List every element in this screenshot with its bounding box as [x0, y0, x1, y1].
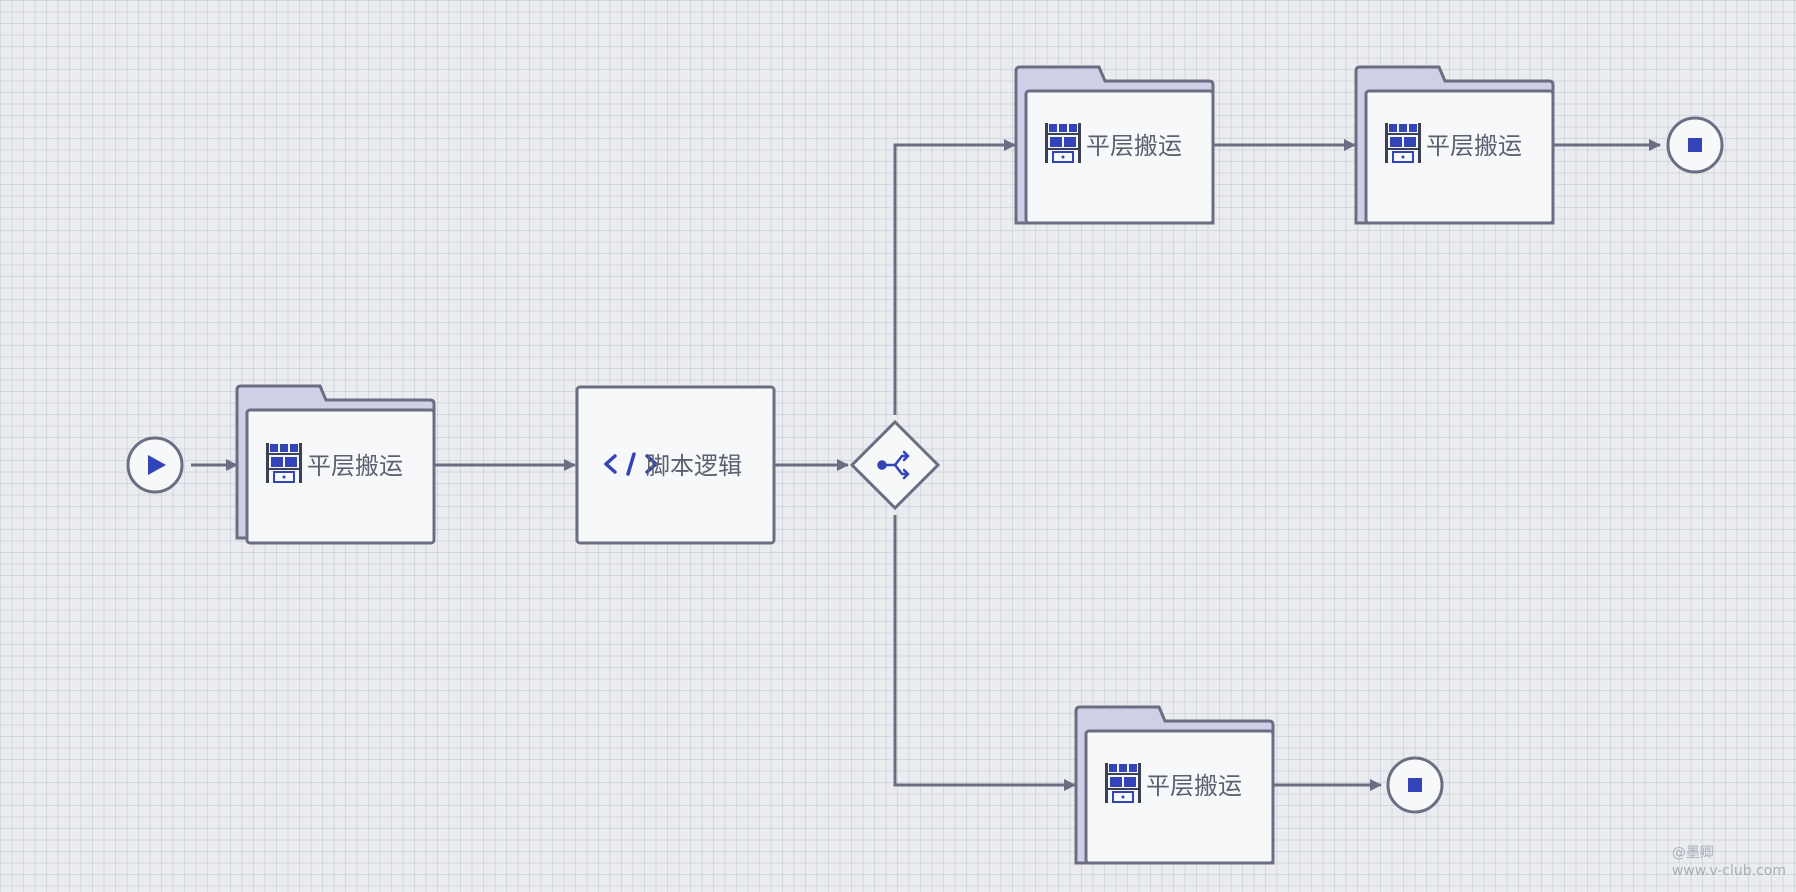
start-event[interactable]	[126, 436, 184, 494]
script-node[interactable]: 脚本逻辑	[575, 385, 776, 545]
end-event-1[interactable]	[1666, 116, 1724, 174]
script-label: 脚本逻辑	[646, 452, 742, 480]
task-label: 平层搬运	[307, 452, 403, 480]
watermark-author: @墨卿	[1671, 845, 1714, 861]
branch-icon	[877, 450, 910, 480]
task-label: 平层搬运	[1426, 132, 1522, 160]
play-icon	[148, 455, 166, 475]
task-label: 平层搬运	[1086, 132, 1182, 160]
task-node-1[interactable]: 平层搬运	[235, 384, 436, 545]
gateway-node[interactable]	[849, 419, 941, 511]
end-event-2[interactable]	[1386, 756, 1444, 814]
stop-icon	[1408, 778, 1422, 792]
stop-icon	[1688, 138, 1702, 152]
watermark-url: www.v-club.com	[1671, 863, 1786, 879]
task-node-3[interactable]: 平层搬运	[1354, 65, 1555, 225]
watermark: @墨卿 www.v-club.com	[1672, 844, 1786, 880]
task-node-4[interactable]: 平层搬运	[1074, 705, 1275, 865]
edge-gateway-task2	[893, 139, 1016, 415]
task-node-2[interactable]: 平层搬运	[1014, 65, 1215, 225]
task-label: 平层搬运	[1146, 772, 1242, 800]
code-icon	[604, 452, 658, 476]
edge-gateway-task4	[893, 515, 1076, 791]
